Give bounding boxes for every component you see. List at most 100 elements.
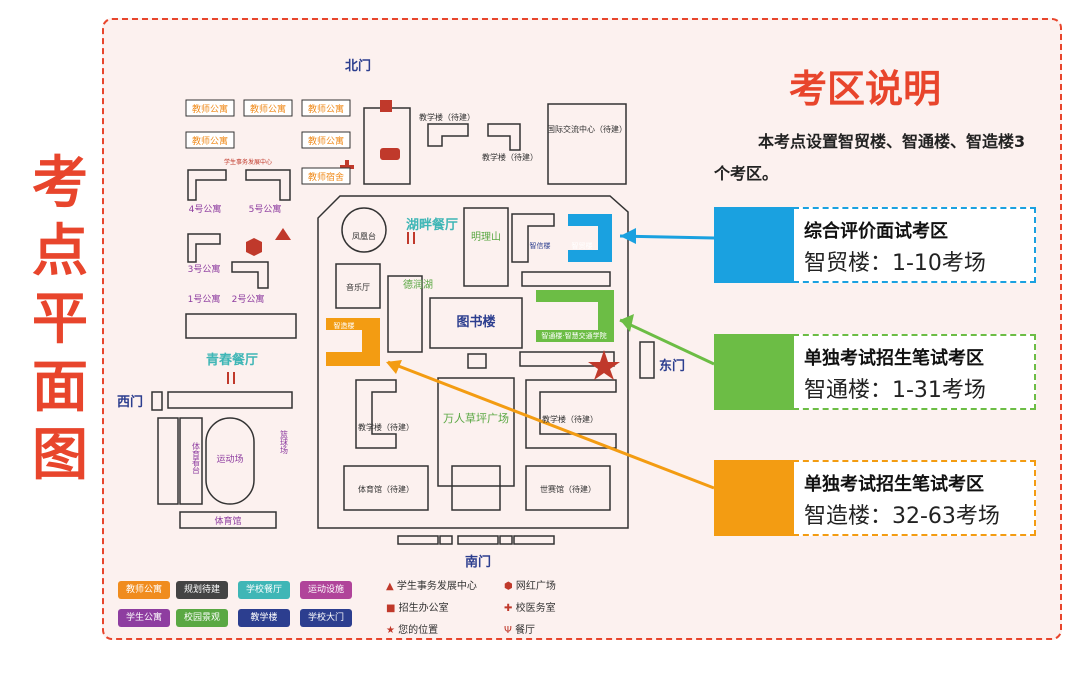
zone-title: 单独考试招生笔试考区: [804, 474, 984, 495]
parking-building: [363, 107, 411, 185]
apt4-label: 4号公寓: [189, 203, 222, 215]
map-frame: [102, 18, 1062, 640]
vertical-title: 考 点 平 面 图: [28, 150, 92, 490]
title-char: 平: [32, 287, 88, 352]
zone-detail: 智通楼：1-31考场: [804, 378, 986, 403]
cross-icon: ✚: [504, 603, 513, 614]
legend-symbol: ⬢ 网红广场: [504, 577, 556, 592]
teaching-label: 教学楼（待建）: [358, 422, 414, 432]
teaching-label: 教学楼（待建）: [542, 414, 598, 424]
sports-field-label: 运动场: [216, 454, 243, 465]
zhitong-label: 智通楼·智慧交通学院: [541, 331, 606, 340]
legend-chip: 运动设施: [300, 581, 352, 599]
derun-label: 德润湖: [403, 278, 433, 291]
ball-label: 篮球场: [280, 429, 289, 455]
hexagon-icon: [246, 238, 262, 256]
phoenix-label: 凤凰台: [352, 231, 376, 241]
apt1-label: 1号公寓: [188, 293, 221, 305]
zone-title: 单独考试招生笔试考区: [804, 348, 984, 369]
zone-card-zhimao: 综合评价面试考区 智贸楼：1-10考场: [714, 207, 1036, 283]
legend-chip: 学生公寓: [118, 609, 170, 627]
car-icon: [380, 148, 400, 160]
west-gate-label: 西门: [117, 394, 143, 410]
fork-knife-icon: [407, 232, 415, 244]
cross-icon: [340, 160, 354, 174]
legend-symbol-label: 餐厅: [515, 625, 536, 636]
teaching-pending-label: 教学楼（待建）: [482, 152, 538, 162]
gym-pending-label: 体育馆（待建）: [358, 484, 414, 494]
legend-symbol-label: 校医务室: [515, 603, 556, 614]
zhimao-label: 智贸楼: [572, 241, 593, 250]
triangle-icon: ▲: [386, 581, 394, 592]
teacher-dorm-label: 教师宿舍: [308, 171, 344, 183]
campus-boundary: [317, 195, 629, 529]
zhitong-building: [536, 290, 614, 342]
fork-knife-icon: Ψ: [504, 625, 512, 636]
title-char: 面: [32, 355, 88, 420]
square-icon: ■: [386, 603, 396, 614]
teacher-apt-label: 教师公寓: [250, 103, 286, 115]
zhizao-building: [326, 318, 380, 366]
legend-symbol: ▲ 学生事务发展中心: [386, 577, 477, 592]
zone-detail: 智贸楼：1-10考场: [804, 251, 986, 276]
teacher-apt-label: 教师公寓: [192, 135, 228, 147]
north-gate-label: 北门: [345, 58, 371, 74]
teacher-apt-label: 教师公寓: [308, 103, 344, 115]
hexagon-icon: ⬢: [504, 581, 513, 592]
title-char: 图: [32, 423, 88, 488]
gym-label: 体育馆: [214, 515, 241, 527]
legend-chip: 校园景观: [176, 609, 228, 627]
zone-card-zhizao: 单独考试招生笔试考区 智造楼：32-63考场: [714, 460, 1036, 536]
apt5-label: 5号公寓: [249, 203, 282, 215]
arrow-zhizao: [387, 360, 715, 490]
fork-knife-icon: [227, 372, 235, 384]
teacher-apt-label: 教师公寓: [192, 103, 228, 115]
legend-chip: 学校大门: [300, 609, 352, 627]
expo-label: 世赛馆（待建）: [540, 484, 596, 494]
music-label: 音乐厅: [346, 282, 370, 292]
zone-detail: 智造楼：32-63考场: [804, 504, 1000, 529]
legend-chip: 规划待建: [176, 581, 228, 599]
zone-title: 综合评价面试考区: [804, 221, 948, 242]
zhizao-label: 智造楼: [334, 321, 355, 330]
legend-symbol: ✚ 校医务室: [504, 599, 556, 614]
legend-symbol: ★ 您的位置: [386, 621, 438, 636]
zhimao-building: [568, 214, 612, 262]
legend-symbol-label: 网红广场: [515, 581, 556, 592]
title-char: 考: [32, 151, 88, 216]
square-icon: [380, 100, 392, 112]
star-icon: ★: [386, 625, 395, 636]
lawn-label: 万人草坪广场: [443, 411, 509, 425]
stand-label: 体育看台: [192, 441, 201, 475]
mingli-label: 明理山: [471, 231, 501, 243]
zone-swatch: [714, 207, 794, 283]
legend-symbol: Ψ 餐厅: [504, 621, 535, 636]
legend-symbol-label: 学生事务发展中心: [396, 581, 477, 592]
legend-chip: 教师公寓: [118, 581, 170, 599]
legend-symbol: ■ 招生办公室: [386, 599, 449, 614]
teaching-pending-label: 教学楼（待建）: [419, 112, 475, 122]
apt3-label: 3号公寓: [188, 263, 221, 275]
south-gate-label: 南门: [465, 554, 491, 570]
intl-center-building: [547, 103, 627, 185]
legend-symbol-label: 您的位置: [398, 625, 439, 636]
zone-card-zhitong: 单独考试招生笔试考区 智通楼：1-31考场: [714, 334, 1036, 410]
zone-swatch: [714, 460, 794, 536]
student-center-label: 学生事务发展中心: [224, 158, 272, 166]
zhixin-label: 智信楼: [530, 241, 551, 250]
legend-chip: 教学楼: [238, 609, 290, 627]
legend-description: 本考点设置智贸楼、智通楼、智造楼3个考区。: [714, 132, 1026, 183]
library-label: 图书楼: [456, 314, 495, 330]
qingchun-label: 青春餐厅: [206, 352, 258, 368]
teacher-apt-label: 教师公寓: [308, 135, 344, 147]
arrow-zhitong: [619, 318, 715, 366]
lakeside-label: 湖畔餐厅: [406, 217, 458, 233]
legend-chip: 学校餐厅: [238, 581, 290, 599]
apt2-label: 2号公寓: [232, 293, 265, 305]
intl-center-label: 国际交流中心（待建）: [547, 124, 627, 134]
legend-symbol-label: 招生办公室: [398, 603, 449, 614]
triangle-icon: [275, 228, 291, 240]
east-gate-label: 东门: [659, 358, 685, 374]
legend-title: 考区说明: [788, 67, 941, 111]
